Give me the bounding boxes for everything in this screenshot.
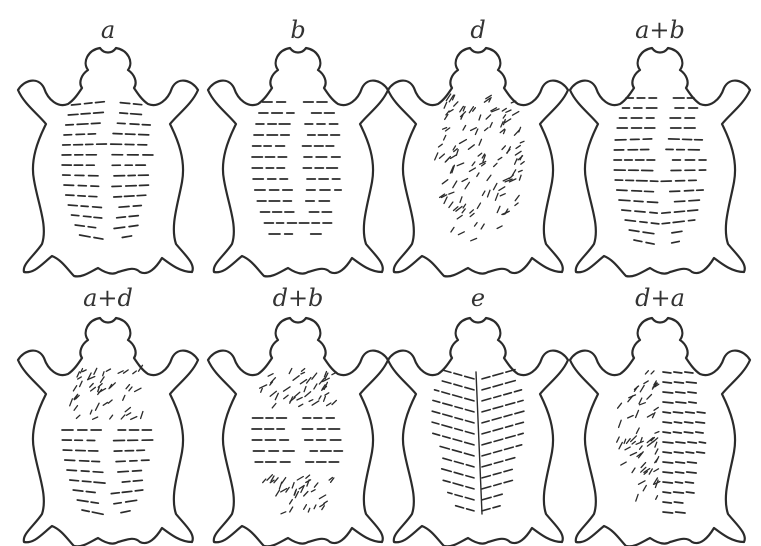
panel-label: b: [290, 16, 305, 44]
panel-label: a: [101, 16, 115, 44]
hide-outline: [208, 48, 388, 276]
hide-panel: a: [18, 16, 198, 276]
hide-panel: a+b: [570, 16, 750, 276]
hide-outline: [18, 318, 198, 546]
hide-panel: d+b: [208, 284, 388, 546]
hide-panel: d: [388, 16, 568, 276]
hide-outline: [388, 48, 568, 276]
panel-label: d: [470, 16, 485, 44]
panel-label: a+b: [635, 16, 685, 44]
hide-outline: [208, 318, 388, 546]
hide-panel: d+a: [570, 284, 750, 546]
panel-label: d+a: [635, 284, 685, 312]
hide-outline: [570, 318, 750, 546]
hide-panel: e: [388, 284, 568, 546]
hide-panel: a+d: [18, 284, 198, 546]
hide-outline: [18, 48, 198, 276]
hide-outline: [570, 48, 750, 276]
panel-label: e: [471, 284, 485, 312]
hide-panel: b: [208, 16, 388, 276]
panel-label: d+b: [273, 284, 324, 312]
panel-label: a+d: [83, 284, 133, 312]
